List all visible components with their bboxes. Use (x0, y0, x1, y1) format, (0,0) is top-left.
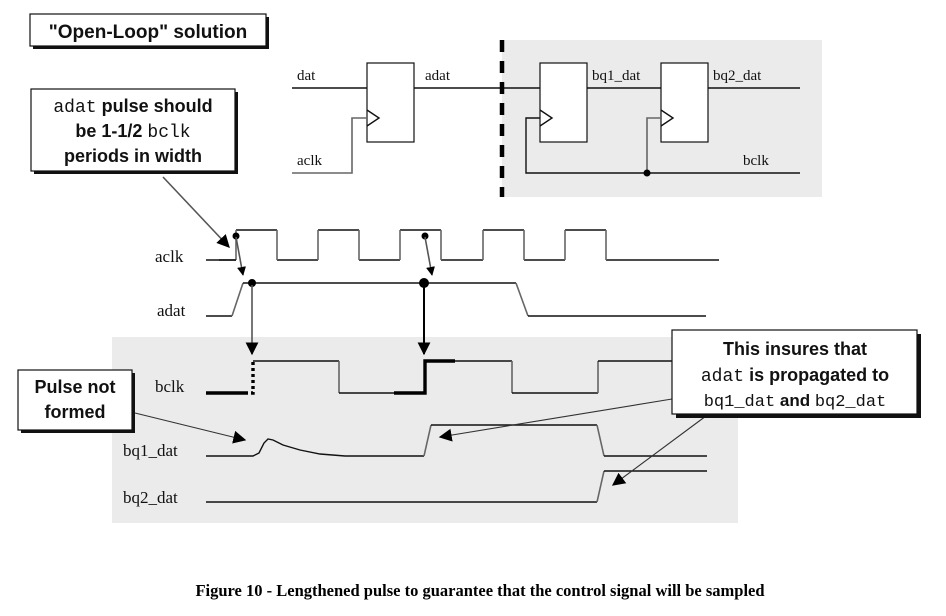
callout-pulse-width: adat pulse should be 1-1/2 bclk periods … (30, 88, 238, 248)
bclk-junction-dot (643, 169, 651, 177)
label-bq1-dat: bq1_dat (592, 68, 641, 84)
bclk-thick-rise (394, 359, 455, 395)
callout-line-1: Pulse not (34, 377, 115, 397)
svg-text:adat pulse should: adat pulse should (53, 96, 212, 118)
callout-insures-arrow-bq2 (611, 415, 707, 486)
adat-fall-edge (515, 282, 529, 317)
svg-text:be 1-1/2 bclk: be 1-1/2 bclk (75, 121, 190, 143)
callout-box (17, 369, 133, 431)
bq2-flop (660, 62, 709, 143)
callout-not-formed-arrow (134, 412, 247, 444)
svg-text:periods in width: periods in width (64, 146, 202, 166)
figure-caption: Figure 10 - Lengthened pulse to guarante… (195, 581, 764, 600)
adat-flop (366, 62, 415, 143)
bq1-flop (539, 62, 588, 143)
adat-sample-dot-1 (248, 279, 256, 287)
label-adat: adat (425, 68, 451, 84)
bq1-rise-edge (423, 424, 432, 457)
aclk-edge-dot-1 (232, 232, 240, 240)
wave-label-bq1-dat: bq1_dat (123, 441, 178, 460)
bq2-rise-edge (596, 470, 605, 503)
label-dat: dat (297, 68, 316, 84)
aclk-edges (235, 230, 607, 260)
callout-insures: This insures that adat is propagated to bq… (438, 329, 921, 486)
wave-label-bq2-dat: bq2_dat (123, 488, 178, 507)
adat-rise-edge (231, 282, 244, 317)
callout-line-1: This insures that (723, 339, 867, 359)
callout-line-3: bq1_dat and bq2_dat (704, 391, 887, 412)
aclk-to-adat-arrow-1 (235, 236, 246, 276)
wave-label-aclk: aclk (155, 247, 184, 266)
waveform-aclk (219, 229, 719, 261)
callout-line-2: formed (44, 402, 105, 422)
label-aclk: aclk (297, 153, 322, 169)
schematic: dat aclk adat bq1_dat bq2_dat bclk (292, 40, 800, 197)
aclk-levels (219, 229, 719, 261)
aclk-to-adat-arrow-2 (424, 236, 435, 276)
callout-box (671, 329, 918, 415)
bq1-fall-edge (596, 424, 605, 457)
title-text: "Open-Loop" solution (49, 22, 247, 43)
label-bclk: bclk (743, 153, 769, 169)
label-bq2-dat: bq2_dat (713, 68, 762, 84)
wave-label-adat: adat (157, 301, 186, 320)
callout-adat-mono: adat (53, 98, 96, 118)
bclk-dotted-rise (245, 361, 255, 395)
wave-label-bclk: bclk (155, 377, 185, 396)
callout-line-2: adat is propagated to (701, 365, 889, 387)
aclk-edge-dot-2 (421, 232, 429, 240)
adat-sample-dot-2 (419, 278, 429, 288)
callout-pulse-not-formed: Pulse not formed (17, 369, 247, 444)
callout-insures-arrow-bq1 (438, 398, 673, 442)
bq1-glitch-trace (206, 438, 424, 457)
callout-pulse-width-arrow (162, 176, 230, 248)
title-box: "Open-Loop" solution (29, 13, 269, 49)
